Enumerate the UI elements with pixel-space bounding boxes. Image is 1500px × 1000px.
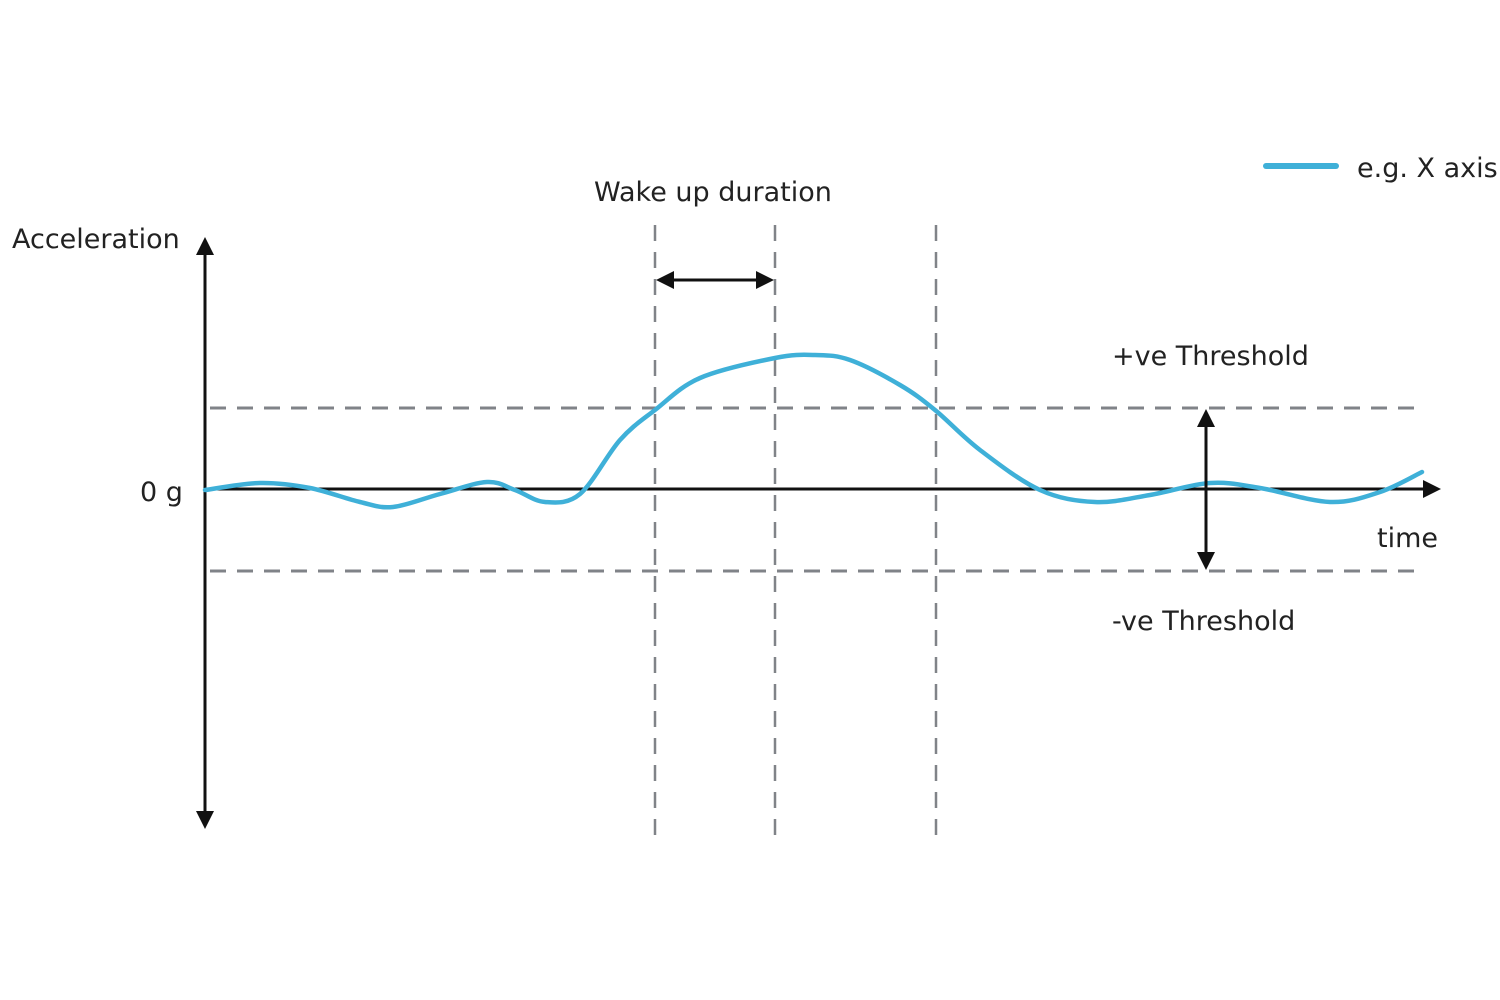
x-axis-label: time [1377,523,1438,554]
legend-label: e.g. X axis [1357,153,1498,184]
y-axis-label: Acceleration [12,224,180,255]
neg-threshold-label: -ve Threshold [1112,606,1295,637]
pos-threshold-label: +ve Threshold [1112,341,1309,372]
legend: e.g. X axis [1263,153,1498,184]
signal-curve [202,352,1425,510]
wake-up-duration-label: Wake up duration [594,177,832,208]
zero-g-label: 0 g [140,477,183,508]
